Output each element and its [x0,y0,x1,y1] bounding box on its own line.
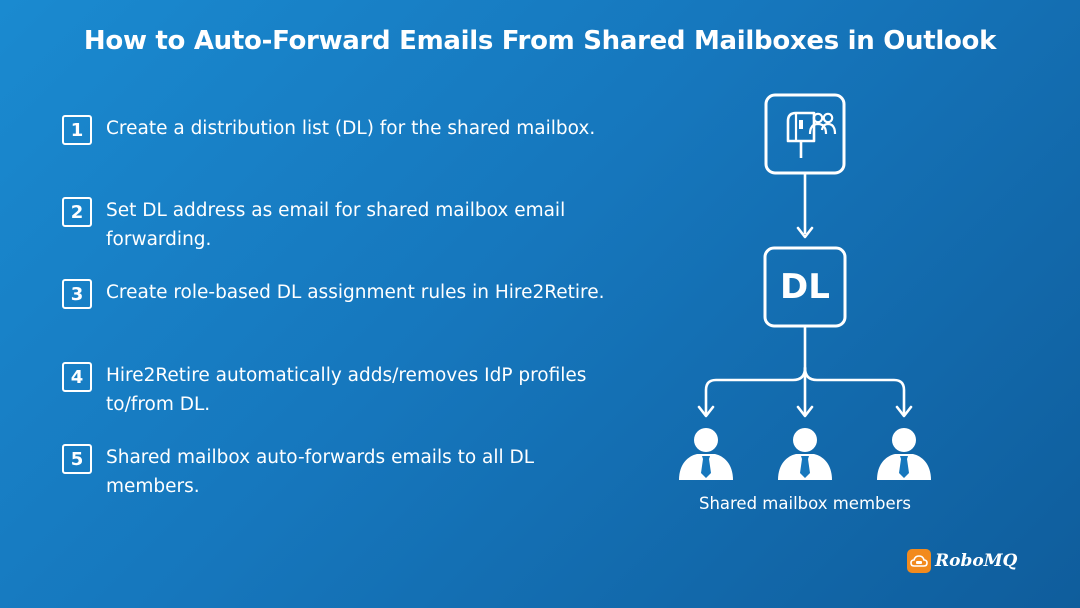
step-item: 1 Create a distribution list (DL) for th… [62,114,622,145]
brand-logo: RoboMQ [907,548,1017,574]
member-person-icon [778,428,832,480]
members-label: Shared mailbox members [698,494,912,513]
step-item: 3 Create role-based DL assignment rules … [62,278,622,309]
step-number-badge: 2 [62,197,92,227]
member-person-icon [679,428,733,480]
shared-mailbox-icon [786,111,837,158]
page-title: How to Auto-Forward Emails From Shared M… [83,26,997,56]
step-number-badge: 4 [62,362,92,392]
step-number-badge: 3 [62,279,92,309]
branch-connectors [697,324,913,418]
member-person-icon [877,428,931,480]
step-item: 2 Set DL address as email for shared mai… [62,196,622,254]
step-number-badge: 5 [62,444,92,474]
step-text: Create a distribution list (DL) for the … [106,118,596,139]
step-item: 5 Shared mailbox auto-forwards emails to… [62,443,622,501]
step-item: 4 Hire2Retire automatically adds/removes… [62,361,622,419]
step-text: Hire2Retire automatically adds/removes I… [106,365,587,415]
brand-name: RoboMQ [935,551,1018,571]
shared-mailbox-node [764,93,846,175]
step-number-badge: 1 [62,115,92,145]
step-text: Set DL address as email for shared mailb… [106,200,566,250]
arrow-to-dl [796,173,814,239]
step-text: Shared mailbox auto-forwards emails to a… [106,447,535,497]
dl-label: DL [780,267,830,307]
step-text: Create role-based DL assignment rules in… [106,282,605,303]
robomq-cloud-icon [907,549,931,573]
